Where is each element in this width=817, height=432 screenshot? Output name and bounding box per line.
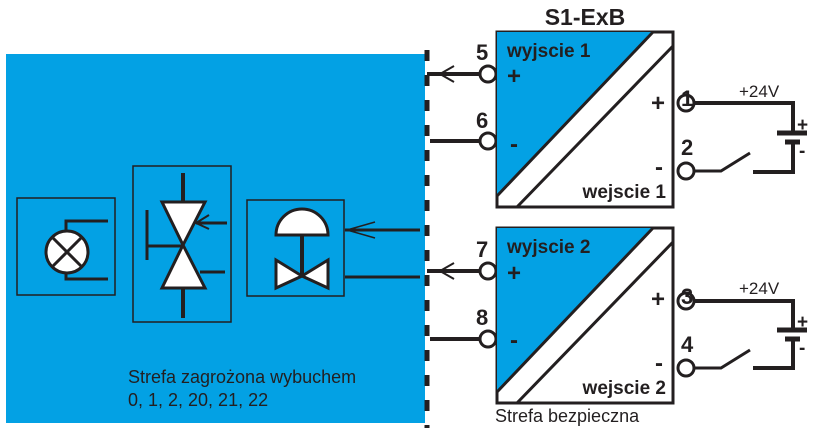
input-1-minus-sign: - [655,154,663,181]
terminal-7-number: 7 [476,237,488,262]
channel-2-output-wiring [427,261,498,349]
channel-2-input-wiring [676,291,807,378]
input-1-label: wejscie 1 [582,182,667,203]
output-1-minus-sign: - [510,131,518,158]
supply-2-voltage: +24V [739,279,780,298]
battery-2-plus-sign: + [797,312,808,333]
switch-2[interactable] [694,348,751,370]
output-1-label: wyjscie 1 [506,41,591,62]
module-channel-2 [495,226,675,405]
terminal-2-number: 2 [681,135,693,160]
output-2-minus-sign: - [510,327,518,354]
module-channel-1 [495,30,675,209]
output-2-label: wyjscie 2 [506,237,590,258]
lamp-icon [44,219,108,281]
switch-1[interactable] [694,151,751,173]
channel-1-input-wiring [676,93,807,181]
terminal-6[interactable] [478,131,498,151]
input-2-label: wejscie 2 [582,378,666,399]
actuator-valve-device [246,199,345,297]
output-1-plus-sign: + [507,63,521,90]
battery-1-plus-sign: + [797,115,808,136]
lamp-device [16,197,116,296]
terminal-8-number: 8 [476,305,488,330]
input-1-plus-sign: + [651,90,665,117]
control-valve-icon [145,173,227,318]
terminal-8[interactable] [478,329,498,349]
terminal-5-number: 5 [476,40,488,65]
hazard-zone-title: Strefa zagrożona wybuchem [128,367,356,387]
control-valve-frame [132,165,232,323]
input-2-minus-sign: - [655,350,663,377]
battery-2-minus-sign: - [799,338,805,359]
input-2-plus-sign: + [651,286,665,313]
channel-1-output-wiring [427,64,498,151]
module-title: S1-ExB [545,4,626,30]
lamp-device-frame [16,197,116,296]
battery-1-minus-sign: - [799,141,805,162]
terminal-7[interactable] [478,261,498,281]
hazard-zone-numbers: 0, 1, 2, 20, 21, 22 [128,390,268,410]
actuator-valve-frame [246,199,345,297]
terminal-6-number: 6 [476,108,488,133]
terminal-2[interactable] [676,161,696,181]
safe-zone-title: Strefa bezpieczna [495,406,640,426]
output-2-plus-sign: + [507,260,521,287]
signal-arrow-icon [344,221,376,239]
terminal-3-number: 3 [681,284,693,309]
pneumatic-actuator-valve-icon [274,207,330,291]
terminal-1-number: 1 [681,86,693,111]
terminal-4[interactable] [676,358,696,378]
control-valve-device [132,165,232,323]
supply-1-voltage: +24V [739,82,780,101]
terminal-5[interactable] [478,64,498,84]
terminal-4-number: 4 [681,332,694,357]
